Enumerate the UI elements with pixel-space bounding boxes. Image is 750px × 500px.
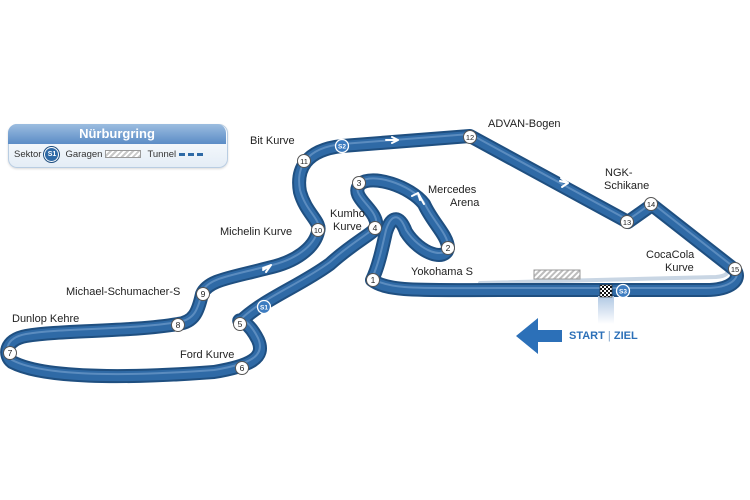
label-ford-kurve: Ford Kurve [180, 349, 235, 361]
sector-number: S3 [619, 289, 627, 296]
corner-number: 15 [731, 265, 739, 274]
corner-circle [3, 346, 17, 360]
label-cocacola-2: Kurve [665, 262, 694, 274]
corner-circle [620, 215, 634, 229]
corner-circle [352, 176, 366, 190]
corner-circle [196, 287, 210, 301]
start-ziel-label: START | ZIEL [569, 330, 638, 342]
sector-number: S1 [260, 305, 268, 312]
sector-number: S2 [338, 144, 346, 151]
sector-circle [334, 138, 350, 154]
direction-arrow-icon [385, 136, 399, 144]
corner-number: 5 [238, 319, 243, 329]
label-mercedes-1: Mercedes [428, 184, 477, 196]
corner-number: 7 [8, 348, 13, 358]
corner-number: 14 [647, 200, 655, 209]
direction-arrow-icon [262, 264, 272, 273]
label-cocacola-1: CocaCola [646, 249, 695, 261]
corner-circle [235, 361, 249, 375]
corner-marker-14: 14 [644, 197, 658, 211]
corner-marker-5: 5 [233, 317, 247, 331]
corner-marker-13: 13 [620, 215, 634, 229]
corner-circle [366, 273, 380, 287]
sector-badge-icon: S1 [44, 146, 60, 162]
corner-circle [463, 130, 477, 144]
label-dunlop-kehre: Dunlop Kehre [12, 313, 80, 325]
corner-circle [728, 262, 742, 276]
corner-circle [368, 221, 382, 235]
corner-marker-12: 12 [463, 130, 477, 144]
corner-number: 8 [176, 320, 181, 330]
corner-marker-6: 6 [235, 361, 249, 375]
direction-arrows [129, 136, 569, 365]
start-direction-arrow [516, 318, 562, 354]
label-advan-bogen: ADVAN-Bogen [488, 118, 561, 130]
corner-marker-8: 8 [171, 318, 185, 332]
legend-tunnel-label: Tunnel [147, 148, 177, 160]
corner-marker-4: 4 [368, 221, 382, 235]
label-ngk-1: NGK- [605, 167, 633, 179]
corner-marker-11: 11 [297, 154, 311, 168]
sector-circle [256, 299, 272, 315]
corner-marker-3: 3 [352, 176, 366, 190]
garages [533, 269, 581, 280]
track-highlight [6, 132, 738, 376]
corner-number: 3 [357, 178, 362, 188]
start-ziel-separator: | [607, 330, 611, 342]
direction-arrow-icon [411, 192, 425, 205]
legend-row: Sektor S1 Garagen Tunnel [14, 146, 204, 162]
corner-marker-7: 7 [3, 346, 17, 360]
corner-marker-15: 15 [728, 262, 742, 276]
corner-number: 1 [371, 275, 376, 285]
corner-number: 9 [201, 289, 206, 299]
sector-marker-s1: S1 [256, 299, 272, 315]
corner-number: 6 [240, 363, 245, 373]
corner-circle [171, 318, 185, 332]
label-mercedes-2: Arena [450, 197, 480, 209]
tunnel-swatch-icon [179, 152, 204, 156]
legend-garagen-label: Garagen [65, 148, 103, 160]
corner-number: 11 [300, 157, 308, 166]
corner-marker-1: 1 [366, 273, 380, 287]
corner-circle [441, 241, 455, 255]
corner-marker-9: 9 [196, 287, 210, 301]
label-kumho-2: Kurve [333, 221, 362, 233]
label-ngk-2: Schikane [604, 180, 650, 192]
sector-marker-s3: S3 [615, 283, 631, 299]
direction-arrow-icon [559, 177, 569, 188]
corner-circle [644, 197, 658, 211]
start-label: START [569, 330, 605, 342]
label-michelin-kurve: Michelin Kurve [220, 226, 293, 238]
direction-arrow-icon [129, 356, 143, 365]
corner-number: 13 [623, 218, 631, 227]
sector-marker-s2: S2 [334, 138, 350, 154]
corner-circle [297, 154, 311, 168]
corner-marker-2: 2 [441, 241, 455, 255]
corner-number: 12 [466, 133, 474, 142]
garage-swatch-icon [105, 150, 142, 158]
label-bit-kurve: Bit Kurve [250, 135, 295, 147]
label-michael-schumacher-s: Michael-Schumacher-S [66, 286, 181, 298]
legend-title: Nürburgring [8, 124, 226, 144]
corner-circle [233, 317, 247, 331]
corner-circle [311, 223, 325, 237]
legend-sektor-label: Sektor [14, 148, 42, 160]
sector-circle [615, 283, 631, 299]
corner-number: 4 [373, 223, 378, 233]
corner-number: 2 [446, 243, 451, 253]
corner-marker-10: 10 [311, 223, 325, 237]
label-yokohama-s: Yokohama S [411, 266, 473, 278]
label-kumho-1: Kumho [330, 208, 365, 220]
start-finish-pit-glow [598, 296, 614, 324]
ziel-label: ZIEL [613, 330, 638, 342]
checkered-flag-icon [599, 284, 613, 298]
corner-number: 10 [314, 226, 322, 235]
